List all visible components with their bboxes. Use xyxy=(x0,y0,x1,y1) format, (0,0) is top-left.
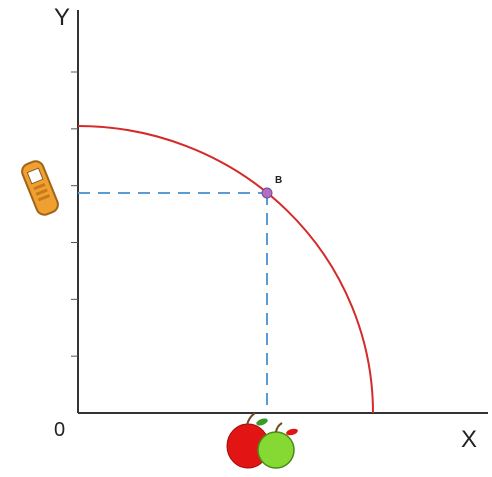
apples-icon xyxy=(226,412,298,469)
origin-label: 0 xyxy=(54,419,66,441)
ppf-curve xyxy=(77,125,374,414)
point-b-label: B xyxy=(275,175,283,186)
mobile-phone-icon xyxy=(21,160,59,216)
point-b-marker xyxy=(261,187,273,199)
y-axis-ticks xyxy=(71,71,78,357)
x-axis-label: X xyxy=(461,426,478,453)
y-axis-label: Y xyxy=(54,4,71,31)
